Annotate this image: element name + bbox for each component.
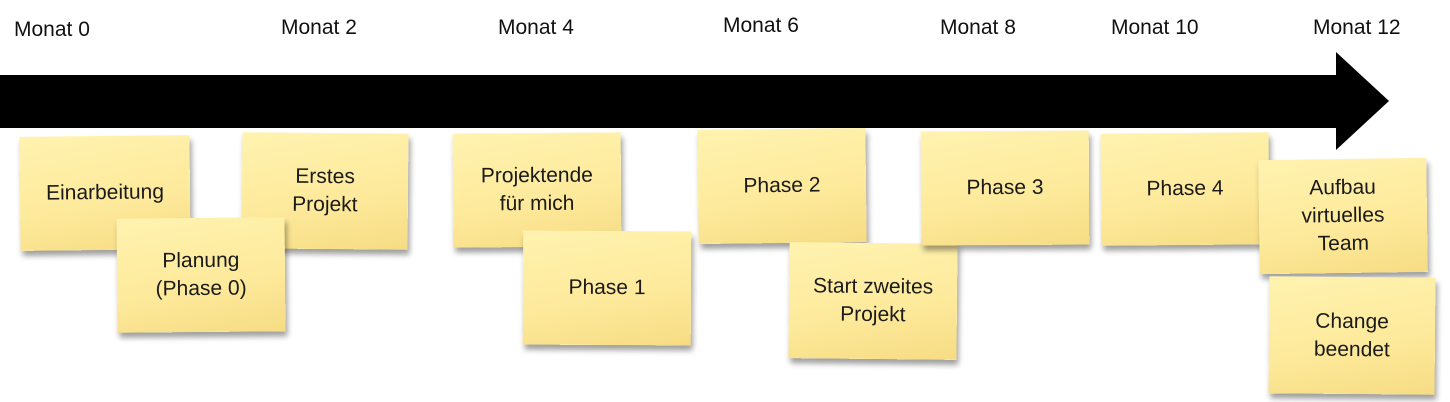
month-label-6: Monat 6 [723,14,799,37]
sticky-note-phase-4: Phase 4 [1100,132,1270,246]
month-label-10: Monat 10 [1111,16,1199,39]
month-label-12: Monat 12 [1313,16,1401,39]
month-label-4: Monat 4 [498,16,574,39]
sticky-note-planung: Planung (Phase 0) [116,217,286,333]
timeline-arrow-shape [0,52,1389,150]
month-label-2: Monat 2 [281,16,357,39]
sticky-note-phase-2: Phase 2 [697,127,867,245]
month-label-8: Monat 8 [940,16,1016,39]
sticky-note-aufbau-virtuelles-team: Aufbau virtuelles Team [1258,157,1428,275]
sticky-note-phase-1: Phase 1 [522,230,692,346]
sticky-note-start-zweites-projekt: Start zweites Projekt [788,242,958,360]
sticky-note-phase-3: Phase 3 [920,130,1090,246]
sticky-note-change-beendet: Change beendet [1268,276,1436,395]
month-label-0: Monat 0 [14,18,90,41]
